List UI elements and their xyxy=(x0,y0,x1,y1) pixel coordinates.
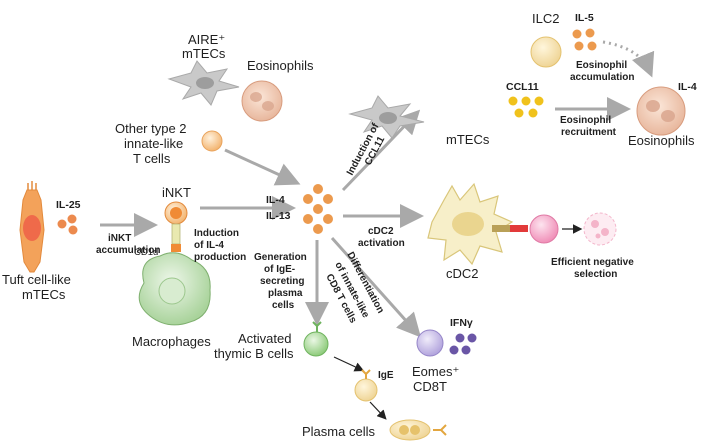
label-other-type2-3: T cells xyxy=(133,151,171,166)
eomes-cd8t-cell xyxy=(416,329,444,357)
label-other-type2-2: innate-like xyxy=(124,136,183,151)
label-tuft-1: Tuft cell-like xyxy=(2,272,71,287)
label-cdc2: cDC2 xyxy=(446,266,479,281)
label-activated-b-1: Activated xyxy=(238,331,291,346)
macrophage-cell xyxy=(138,252,211,326)
label-aire-mtecs-2: mTECs xyxy=(182,46,226,61)
label-eos-accum-1: Eosinophil xyxy=(576,60,627,71)
arrow-center-to-eomes xyxy=(330,236,422,338)
activated-b-cell xyxy=(303,321,329,357)
label-inkt: iNKT xyxy=(162,185,191,200)
label-ccl11: CCL11 xyxy=(506,81,539,93)
label-gen-ige-4: plasma xyxy=(268,288,303,299)
label-aire-mtecs-1: AIRE⁺ xyxy=(188,32,225,47)
label-il25: IL-25 xyxy=(56,199,81,211)
label-induction-il4-2: of IL-4 xyxy=(194,240,224,251)
label-plasma-cells: Plasma cells xyxy=(302,424,375,439)
inkt-cell xyxy=(164,201,188,252)
labels: AIRE⁺ mTECs Eosinophils Other type 2 inn… xyxy=(2,11,697,439)
label-gen-ige-1: Generation xyxy=(254,252,307,263)
label-il4-right: IL-4 xyxy=(678,81,697,93)
label-cdc2-act-1: cDC2 xyxy=(368,226,394,237)
label-activated-b-2: thymic B cells xyxy=(214,346,294,361)
label-ilc2: ILC2 xyxy=(532,11,559,26)
label-inkt-accum-1: iNKT xyxy=(108,233,131,244)
arrow-plasmablast-to-plasma xyxy=(369,401,387,420)
label-cd1d: CD1d xyxy=(134,247,158,258)
arrows xyxy=(100,97,631,338)
ifng-cytokines xyxy=(449,333,477,355)
label-il13-center: IL-13 xyxy=(266,210,291,222)
ccl11-chemokines xyxy=(508,96,544,118)
label-eomes-2: CD8T xyxy=(413,379,447,394)
label-tuft-2: mTECs xyxy=(22,287,66,302)
tuft-cell xyxy=(19,181,45,273)
label-neg-sel-2: selection xyxy=(574,269,617,280)
il5-cytokines xyxy=(572,28,597,51)
eosinophil-right-cell xyxy=(636,86,686,136)
label-inkt-accum-2: accumulation xyxy=(96,245,160,256)
label-gen-ige-2: of IgE- xyxy=(264,264,295,275)
il4-il13-cytokines xyxy=(303,184,333,234)
label-il4-center: IL-4 xyxy=(266,194,285,206)
tcr-interaction xyxy=(510,225,528,232)
thymocyte-pink-cell xyxy=(529,214,559,244)
label-mtecs-right: mTECs xyxy=(446,132,490,147)
label-cdc2-act-2: activation xyxy=(358,238,405,249)
dying-cell xyxy=(583,212,617,246)
il25-cytokines xyxy=(57,214,78,235)
other-type2-tcell xyxy=(201,130,223,152)
plasma-cell xyxy=(389,419,447,441)
label-other-type2-1: Other type 2 xyxy=(115,121,187,136)
label-eosinophils-top: Eosinophils xyxy=(247,58,314,73)
arrow-bcell-to-plasmablast xyxy=(333,356,365,372)
cdc2-cell xyxy=(427,182,514,266)
plasmablast-cell xyxy=(354,369,378,402)
label-eosinophils-right: Eosinophils xyxy=(628,133,695,148)
label-eos-accum-2: accumulation xyxy=(570,72,634,83)
label-eos-recruit-2: recruitment xyxy=(561,127,617,138)
eosinophil-top-cell xyxy=(241,80,283,122)
label-induction-il4-3: production xyxy=(194,252,246,263)
label-eomes-1: Eomes⁺ xyxy=(412,364,459,379)
mtec-right-cell xyxy=(348,95,425,139)
ilc2-cell xyxy=(530,36,562,68)
label-neg-sel-1: Efficient negative xyxy=(551,257,634,268)
label-macrophages: Macrophages xyxy=(132,334,211,349)
label-il5: IL-5 xyxy=(575,12,594,24)
label-eos-recruit-1: Eosinophil xyxy=(560,115,611,126)
label-induction-il4-1: Induction xyxy=(194,228,239,239)
arrow-other-type2-to-center xyxy=(224,148,301,186)
label-ige: IgE xyxy=(378,370,394,381)
label-ifng: IFNγ xyxy=(450,317,473,329)
label-gen-ige-5: cells xyxy=(272,300,295,311)
arrow-center-to-mtecs xyxy=(341,109,421,192)
aire-mtec-cell xyxy=(167,60,240,106)
label-gen-ige-3: secreting xyxy=(260,276,304,287)
